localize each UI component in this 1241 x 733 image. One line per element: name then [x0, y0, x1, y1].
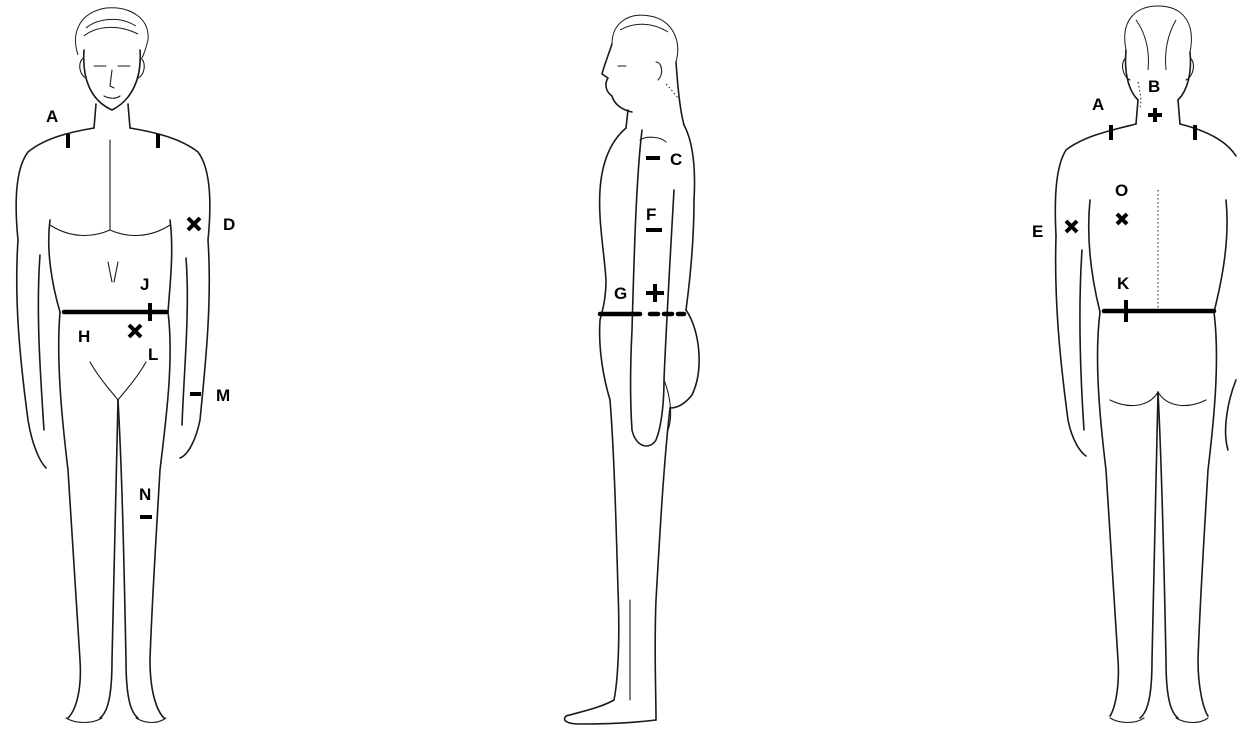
back-view-figure: A B O E K	[1032, 6, 1236, 723]
label-side-c: C	[670, 150, 682, 169]
marker-l-cross	[129, 325, 141, 337]
label-front-a: A	[46, 107, 58, 126]
marker-o-cross	[1117, 214, 1127, 224]
label-side-f: F	[646, 205, 656, 224]
label-back-e: E	[1032, 222, 1043, 241]
label-front-l: L	[148, 345, 158, 364]
label-side-g: G	[614, 284, 627, 303]
front-view-figure: A D J H L M N	[16, 8, 235, 723]
marker-g-plus	[646, 284, 664, 302]
marker-d-cross	[188, 218, 200, 230]
label-back-o: O	[1115, 181, 1128, 200]
label-back-a: A	[1092, 95, 1104, 114]
label-back-k: K	[1117, 274, 1130, 293]
label-front-j: J	[140, 275, 149, 294]
label-front-m: M	[216, 386, 230, 405]
label-back-b: B	[1148, 77, 1160, 96]
side-view-figure: C F G	[565, 15, 700, 724]
label-front-h: H	[78, 327, 90, 346]
label-front-n: N	[139, 485, 151, 504]
marker-k-plus	[1116, 300, 1136, 322]
marker-e-cross	[1066, 221, 1077, 232]
label-front-d: D	[223, 215, 235, 234]
marker-b-plus	[1148, 108, 1162, 122]
